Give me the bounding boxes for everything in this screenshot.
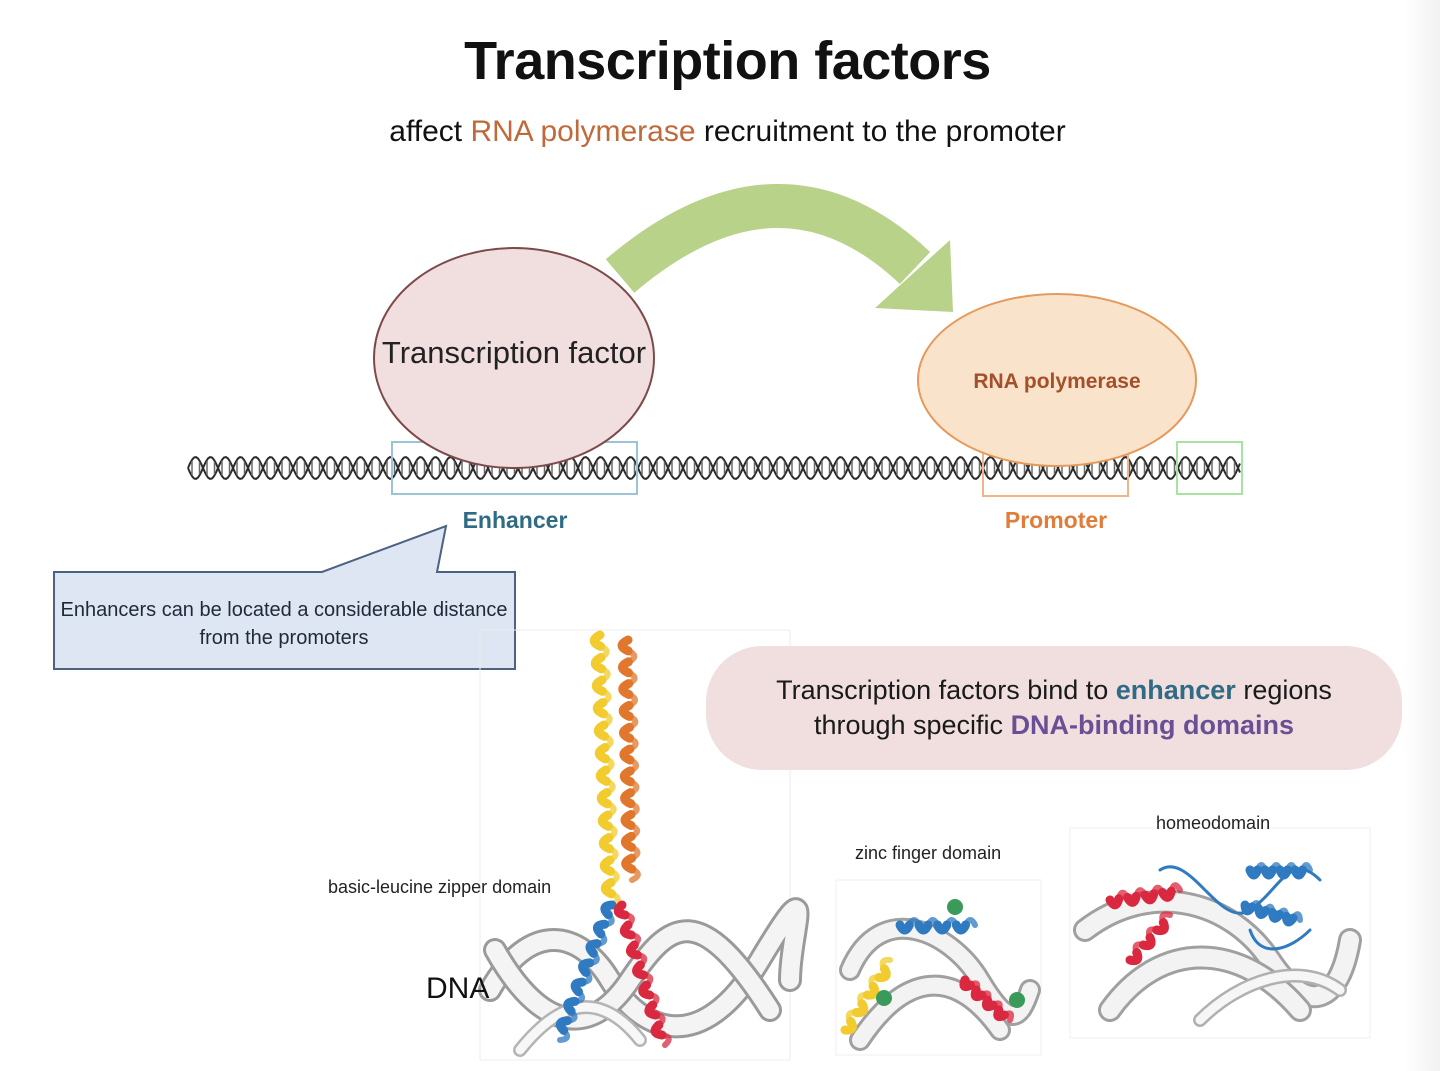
info-highlight-domains: DNA-binding domains [1010,710,1295,740]
zinc-finger-caption: zinc finger domain [855,843,1002,863]
homeodomain-model [1073,865,1362,1027]
rna-polymerase-ellipse [917,293,1197,467]
bzip-caption: basic-leucine zipper domain [328,877,552,897]
basic-region-helix-blue [557,1027,571,1043]
info-text-start: Transcription factors bind to [776,675,1116,705]
homeodomain-helix-red-2 [1159,911,1173,926]
zinc-ion-2 [876,990,892,1006]
rna-polymerase-label: RNA polymerase [973,370,1141,393]
leucine-zipper-helix-orange [628,866,641,883]
slide-title: Transcription factors [464,31,991,91]
homeo-frame [1069,827,1371,1039]
slide-subtitle: affect RNA polymerase recruitment to the… [0,115,1440,149]
subtitle-end: recruitment to the promoter [695,115,1066,148]
homeodomain-helix-blue-1 [1299,862,1313,873]
zinc-ion-1 [947,899,963,915]
page-edge-shade [1405,0,1440,1071]
homeodomain-helix-blue-2 [1290,911,1303,923]
bzip-frame [479,629,791,1061]
basic-region-helix-red [658,1032,672,1048]
homeodomain-helices [1105,862,1313,966]
promoter-label: Promoter [1004,507,1108,533]
zinc-finger-helix-blue [962,917,978,928]
enhancer-label: Enhancer [462,507,568,533]
bzip-helices [555,630,672,1048]
zinc-ion-3 [1009,992,1025,1008]
callout-text: Enhancers can be located a considerable … [60,599,508,649]
homeodomain-caption: homeodomain [1156,813,1271,833]
info-text-middle: regions through specific [813,675,1332,740]
info-highlight-enhancer: enhancer [1115,675,1236,705]
transcription-factor-ellipse [373,247,655,469]
dna-backbone-a [187,456,1241,480]
zinc-finger-helices [840,917,1015,1035]
subtitle-highlight: RNA polymerase [470,115,696,148]
homeodomain-helix-red-1 [1168,882,1183,895]
info-pill-text: Transcription factors bind to enhancer r… [754,673,1354,743]
zinc-finger-helix-yellow [879,956,893,972]
recruitment-arrow [605,184,953,312]
subtitle-start: affect [389,115,471,148]
callout-box [53,524,516,670]
zinc-frame [835,879,1042,1056]
dna-caption: DNA [426,972,490,1005]
bzip-dna-model [478,897,810,1057]
start-site-box [1176,441,1243,495]
zinc-finger-helix-red [1001,1010,1015,1023]
transcription-factor-label: Transcription factor [381,335,647,370]
info-pill: Transcription factors bind to enhancer r… [706,646,1402,770]
zinc-finger-model [839,917,1041,1051]
